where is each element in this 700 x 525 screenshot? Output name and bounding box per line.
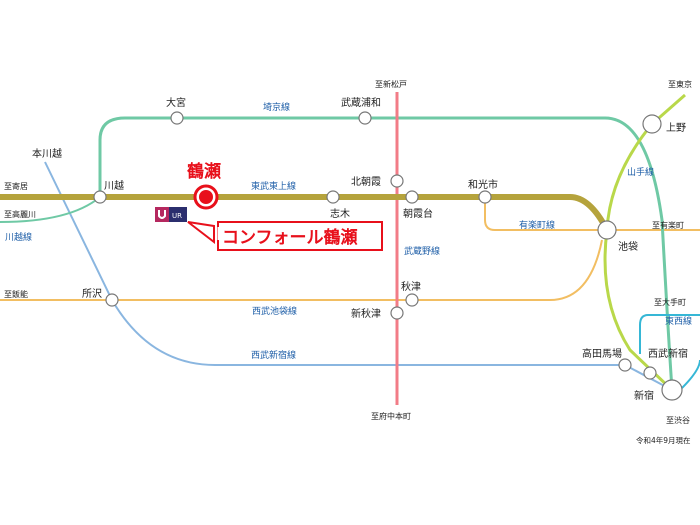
dir-otemachi: 至大手町: [654, 297, 686, 307]
dir-yorii: 至寄居: [4, 181, 28, 191]
station-tokorozawa[interactable]: [105, 293, 119, 307]
yamanote-line-south: [603, 229, 674, 392]
station-wakoshi[interactable]: [478, 190, 492, 204]
dir-komagawa: 至高麗川: [4, 209, 36, 219]
station-asakadai[interactable]: [405, 190, 419, 204]
line-label-tozai: 東西線: [665, 315, 692, 327]
ur-logo: UR: [155, 207, 187, 222]
station-shinjuku[interactable]: [661, 379, 683, 401]
station-ikebukuro[interactable]: [597, 220, 617, 240]
station-seibushinjuku[interactable]: [643, 366, 657, 380]
line-label-yamanote: 山手線: [627, 166, 654, 178]
label-akitsu: 秋津: [401, 280, 421, 293]
station-kawagoe[interactable]: [93, 190, 107, 204]
label-ueno: 上野: [666, 122, 686, 134]
line-label-seibu-shinjuku: 西武新宿線: [251, 349, 296, 361]
line-label-seibu-ikebukuro: 西武池袋線: [252, 305, 297, 317]
seibu-shinjuku-line: [44, 161, 673, 391]
station-musashiurawa[interactable]: [358, 111, 372, 125]
station-shinakitsu[interactable]: [390, 306, 404, 320]
station-omiya[interactable]: [170, 111, 184, 125]
line-label-kawagoe: 川越線: [5, 231, 32, 243]
dir-shinmatsudo: 至新松戸: [375, 79, 407, 89]
saikyo-line: [98, 116, 674, 391]
property-callout[interactable]: [217, 221, 383, 251]
svg-text:UR: UR: [172, 212, 182, 220]
label-musashiurawa: 武蔵浦和: [341, 96, 381, 109]
label-seibushinjuku: 西武新宿: [648, 347, 688, 360]
label-shinakitsu: 新秋津: [351, 307, 381, 320]
dir-tokyo: 至東京: [668, 79, 692, 89]
station-kitaasaka[interactable]: [390, 174, 404, 188]
yamanote-line-north: [605, 93, 686, 231]
line-label-musashino: 武蔵野線: [404, 245, 440, 257]
label-kawagoe: 川越: [104, 179, 124, 192]
seibu-ikebukuro-line: [0, 239, 603, 301]
dir-shibuya: 至渋谷: [666, 415, 690, 425]
label-tokorozawa: 所沢: [82, 287, 102, 300]
line-label-yurakucho: 有楽町線: [519, 219, 555, 231]
label-kitaasaka: 北朝霞: [351, 176, 381, 188]
label-shiki: 志木: [330, 207, 350, 220]
cyan-line-east: [681, 359, 700, 389]
label-omiya: 大宮: [166, 96, 186, 109]
target-station-label: 鶴瀬: [187, 161, 221, 182]
line-label-saikyo: 埼京線: [263, 101, 290, 113]
tozai-line: [639, 314, 700, 354]
label-motokawagoe: 本川越: [32, 147, 62, 160]
station-ueno[interactable]: [642, 114, 662, 134]
date-note: 令和4年9月現在: [636, 435, 691, 445]
callout-pointer: [187, 221, 215, 245]
label-shinjuku: 新宿: [634, 389, 654, 402]
dir-hanno: 至飯能: [4, 289, 28, 299]
station-takadanobaba[interactable]: [618, 358, 632, 372]
label-takadanobaba: 高田馬場: [582, 347, 622, 360]
label-ikebukuro: 池袋: [618, 240, 638, 253]
station-akitsu[interactable]: [405, 293, 419, 307]
dir-yurakucho: 至有楽町: [652, 220, 684, 230]
kawagoe-line-west: [0, 196, 101, 223]
label-asakadai: 朝霞台: [403, 207, 433, 220]
property-name: コンフォール鶴瀬: [222, 227, 358, 248]
yurakucho-line: [484, 197, 605, 231]
label-wakoshi: 和光市: [468, 178, 498, 191]
target-station-dot: [199, 190, 213, 204]
dir-fuchu: 至府中本町: [371, 411, 411, 421]
station-shiki[interactable]: [326, 190, 340, 204]
line-label-tobu-tojo: 東武東上線: [251, 180, 296, 192]
